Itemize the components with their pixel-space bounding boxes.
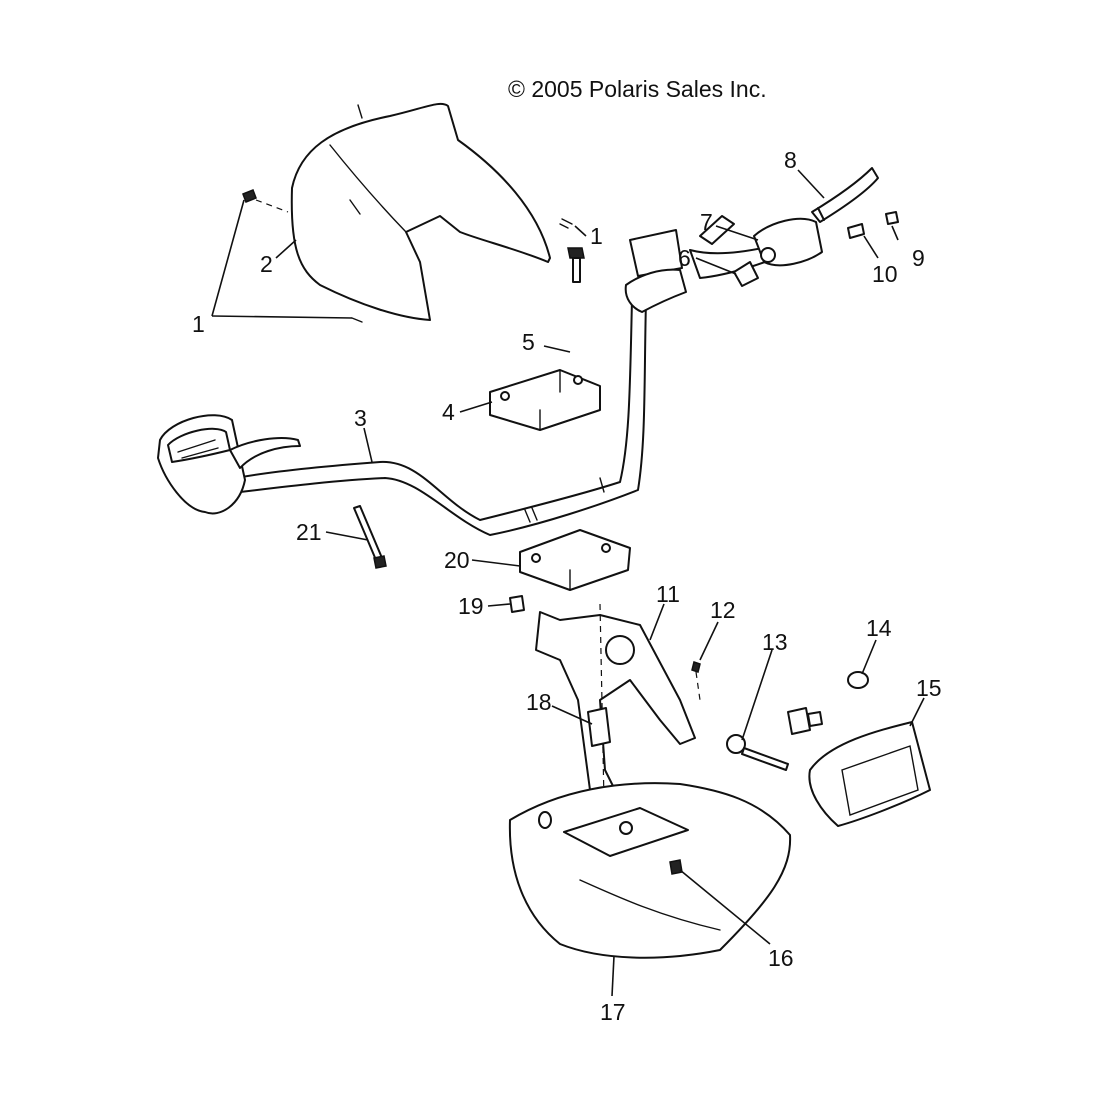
headlight-bulb — [787, 707, 823, 735]
callout-11: 11 — [656, 581, 680, 607]
callout-17: 17 — [600, 999, 626, 1025]
callout-21: 21 — [296, 519, 322, 545]
callout-8: 8 — [784, 147, 797, 173]
callout-16: 16 — [768, 945, 794, 971]
callout-20: 20 — [444, 547, 470, 573]
callout-2: 2 — [260, 251, 273, 277]
callout-leaders — [211, 169, 925, 997]
bracket-screw — [691, 661, 701, 701]
callout-6: 6 — [678, 245, 691, 271]
callout-1-right: 1 — [590, 223, 603, 249]
callout-3: 3 — [354, 405, 367, 431]
grip-components — [733, 167, 899, 287]
grommet — [669, 859, 683, 875]
windshield-cover — [290, 102, 551, 321]
lower-handlebar-clamp — [519, 529, 631, 591]
callout-14: 14 — [866, 615, 892, 641]
lower-housing — [508, 782, 792, 959]
upper-handlebar-clamp — [489, 369, 601, 431]
left-switch-housing — [157, 414, 301, 515]
callout-1-left: 1 — [192, 311, 205, 337]
callout-12: 12 — [710, 597, 736, 623]
windshield-screw — [242, 189, 573, 323]
callout-5: 5 — [522, 329, 535, 355]
headlight-bracket — [535, 603, 696, 901]
callout-4: 4 — [442, 399, 455, 425]
adjuster-knob — [726, 734, 789, 771]
handlebar — [235, 299, 647, 536]
warning-label — [587, 707, 611, 747]
long-bolt — [353, 505, 387, 569]
callout-19: 19 — [458, 593, 484, 619]
o-ring — [847, 671, 869, 689]
callout-13: 13 — [762, 629, 788, 655]
callout-7: 7 — [700, 209, 713, 235]
callout-18: 18 — [526, 689, 552, 715]
copyright-notice: © 2005 Polaris Sales Inc. — [508, 76, 767, 102]
clamp-bolt — [567, 247, 585, 283]
callout-15: 15 — [916, 675, 942, 701]
callout-9: 9 — [912, 245, 925, 271]
headlight-assembly — [808, 721, 931, 827]
clip-nut — [509, 595, 525, 613]
callout-10: 10 — [872, 261, 898, 287]
